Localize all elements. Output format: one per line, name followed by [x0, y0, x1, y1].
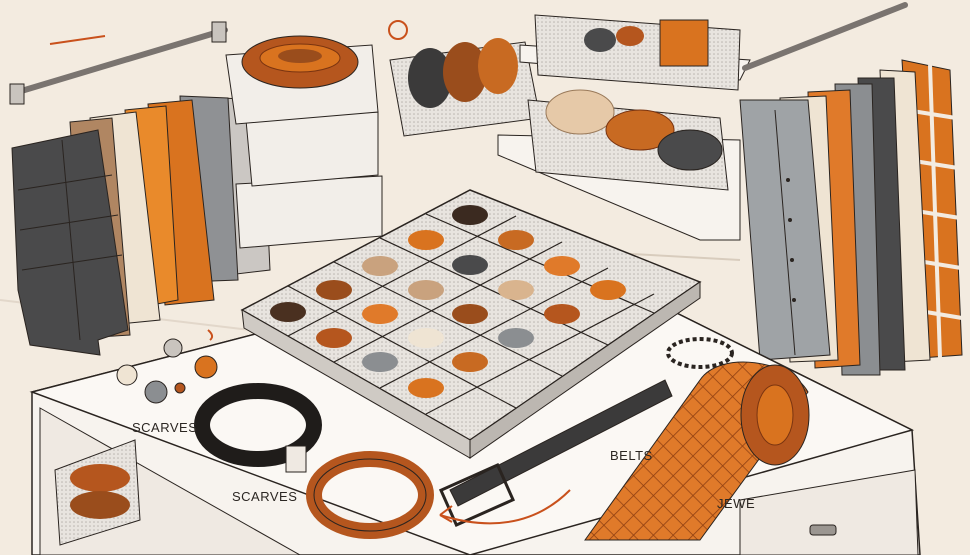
rolled-scarves-in-tray: [270, 205, 626, 398]
black-belt-coiled: [194, 383, 322, 473]
orange-belt-coiled: [306, 451, 434, 539]
bracelet: [666, 337, 734, 369]
hanging-puffer-jacket: [11, 129, 129, 356]
label-jewelry-cut: JEWE: [717, 496, 756, 511]
dresser-drawer: [54, 439, 141, 546]
right-clothing-rod: [742, 2, 908, 71]
long-leather-belt: [438, 379, 673, 527]
shelf-organizer: [534, 14, 741, 91]
right-hanging-clothes: [739, 59, 963, 376]
left-hanging-clothes: [11, 95, 271, 356]
quilted-orange-scarf: [584, 361, 810, 541]
label-scarves-top: SCARVES: [132, 420, 198, 435]
stacked-storage-bins: [225, 35, 383, 249]
label-belts: BELTS: [610, 448, 653, 463]
annotation-arrows: [49, 20, 571, 525]
dresser-drawer: [739, 469, 919, 555]
mesh-basket: [389, 38, 541, 137]
rolled-scarf: [241, 35, 359, 89]
shelf-baskets: [527, 89, 729, 191]
left-clothing-rod: [9, 21, 228, 105]
label-scarves-bottom: SCARVES: [232, 489, 298, 504]
jewelry-items: [116, 338, 218, 404]
tray-dividers: [287, 213, 655, 415]
hanging-shirt: [739, 99, 831, 361]
accessory-organizer-tray: [240, 189, 702, 459]
